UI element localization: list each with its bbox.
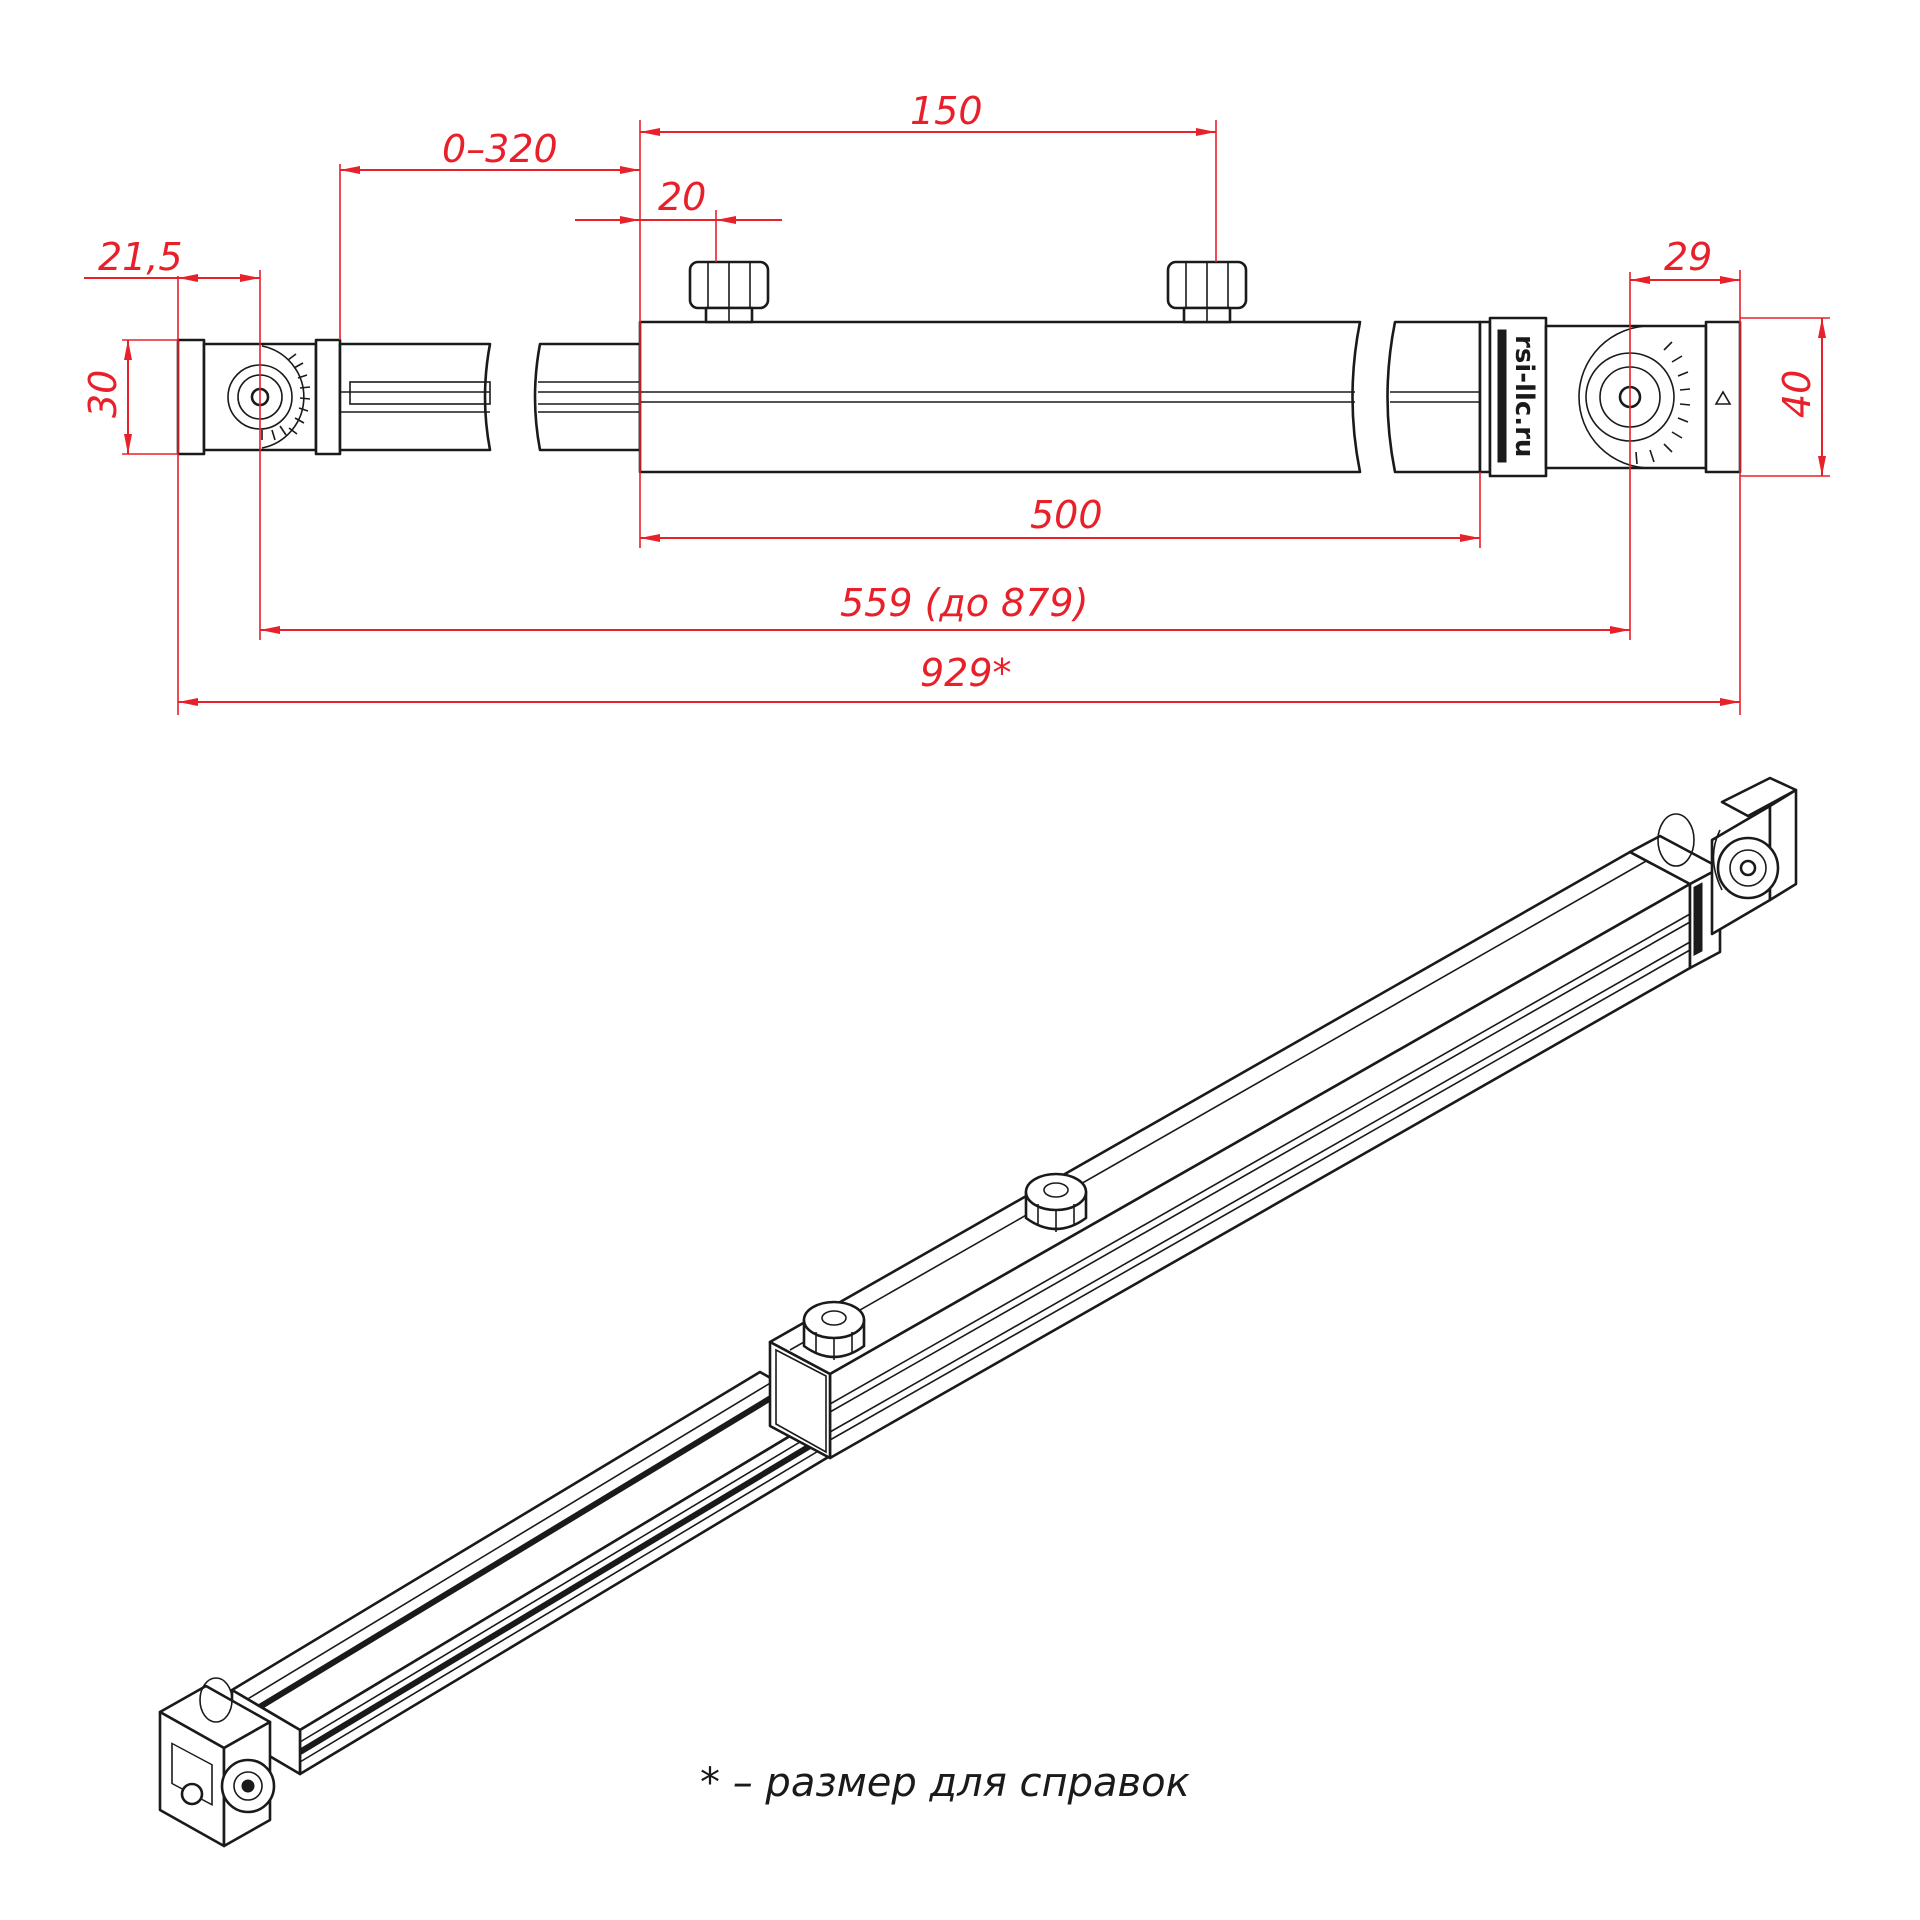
iso-outer-tube [768, 850, 1692, 1460]
reference-note: * – размер для справок [700, 1760, 1190, 1806]
isometric-view [158, 776, 1798, 1848]
dimension-20: 20 [658, 175, 706, 219]
right-pivot-knurl [1635, 341, 1691, 465]
left-pivot-knurl [261, 353, 311, 441]
dimension-0-320: 0–320 [442, 127, 558, 171]
iso-inner-profile [230, 1370, 832, 1776]
clamp-knob-right [1166, 260, 1248, 324]
direction-triangle-icon [1714, 390, 1732, 405]
dimension-29: 29 [1664, 235, 1712, 279]
right-end-bracket: rsi-llc.ru [1478, 316, 1742, 478]
dimension-21-5: 21,5 [98, 235, 183, 279]
dimension-500: 500 [1030, 493, 1103, 537]
dimension-30: 30 [81, 370, 125, 418]
iso-clamp-knob-right [1024, 1172, 1088, 1232]
clamp-knob-left [688, 260, 770, 324]
dimension-150: 150 [910, 89, 983, 133]
dimension-40: 40 [1775, 370, 1819, 418]
front-view: rsi-llc.ru [176, 260, 1742, 478]
iso-clamp-knob-left [802, 1300, 866, 1360]
dimensions: 150 0–320 20 21,5 29 30 40 500 559 (до 8… [81, 89, 1830, 715]
dimension-929: 929* [920, 651, 1012, 695]
iso-left-end-bracket [158, 1677, 302, 1848]
outer-tube [638, 320, 1482, 474]
dimension-559: 559 (до 879) [840, 581, 1088, 625]
left-end-bracket [176, 338, 342, 456]
iso-right-end-bracket [1628, 776, 1798, 970]
inner-profile [338, 342, 642, 452]
rsi-logo: rsi-llc.ru [1509, 335, 1539, 457]
